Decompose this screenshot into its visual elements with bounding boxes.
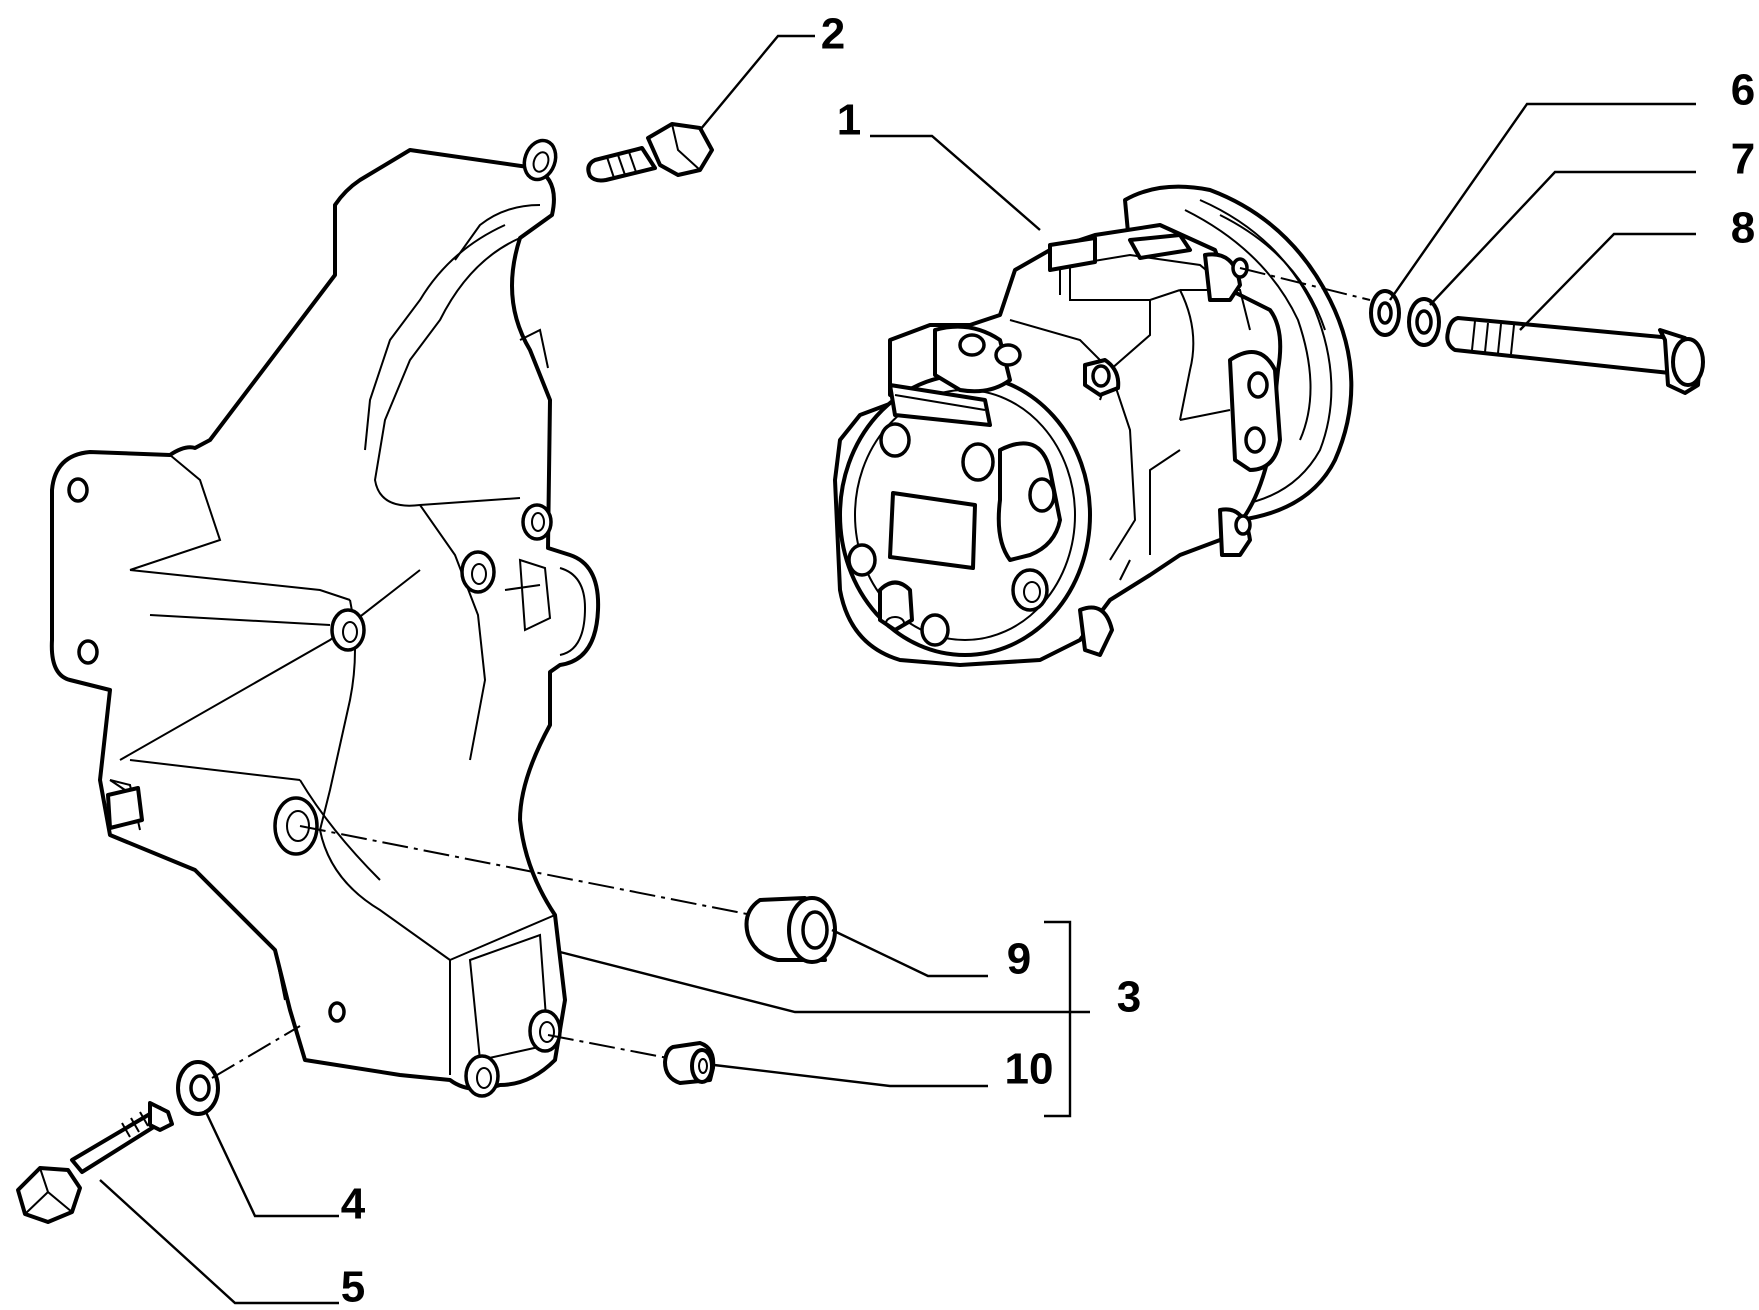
mounting-bracket (49, 138, 601, 1098)
callout-2: 2 (821, 10, 845, 59)
leader-9 (831, 928, 988, 978)
screw-part-2 (586, 122, 714, 183)
callout-7: 7 (1731, 135, 1755, 184)
callout-1: 1 (837, 96, 861, 145)
leader-1 (870, 134, 1041, 231)
leader-5 (99, 1179, 339, 1305)
leader-4 (203, 1109, 339, 1218)
leader-2 (699, 34, 815, 131)
bolt-part-5 (16, 1101, 174, 1224)
callout-5: 5 (341, 1263, 365, 1310)
axis-bolt-8 (1239, 267, 1371, 301)
callout-10: 10 (1005, 1045, 1054, 1094)
bolt-part-8 (1445, 316, 1705, 395)
washer-part-4 (176, 1060, 220, 1116)
ac-compressor (833, 184, 1354, 667)
axis-bushing (299, 825, 753, 916)
axis-pin (547, 1034, 669, 1059)
bushing-part-9 (744, 896, 837, 964)
callout-3: 3 (1117, 973, 1141, 1022)
callout-4: 4 (341, 1180, 366, 1229)
callout-6: 6 (1731, 66, 1755, 115)
leader-7 (1429, 170, 1696, 306)
callout-8: 8 (1731, 204, 1755, 253)
leader-6 (1389, 102, 1696, 301)
leader-8 (1519, 232, 1696, 331)
leader-10 (713, 1063, 988, 1088)
pin-part-10 (663, 1041, 716, 1085)
axis-bolt-5 (211, 1025, 301, 1079)
leader-3 (559, 950, 1090, 1014)
bracket-3-brace (1044, 920, 1072, 1118)
callout-9: 9 (1007, 935, 1031, 984)
washer-part-7 (1407, 297, 1441, 347)
washer-part-6 (1369, 289, 1401, 337)
